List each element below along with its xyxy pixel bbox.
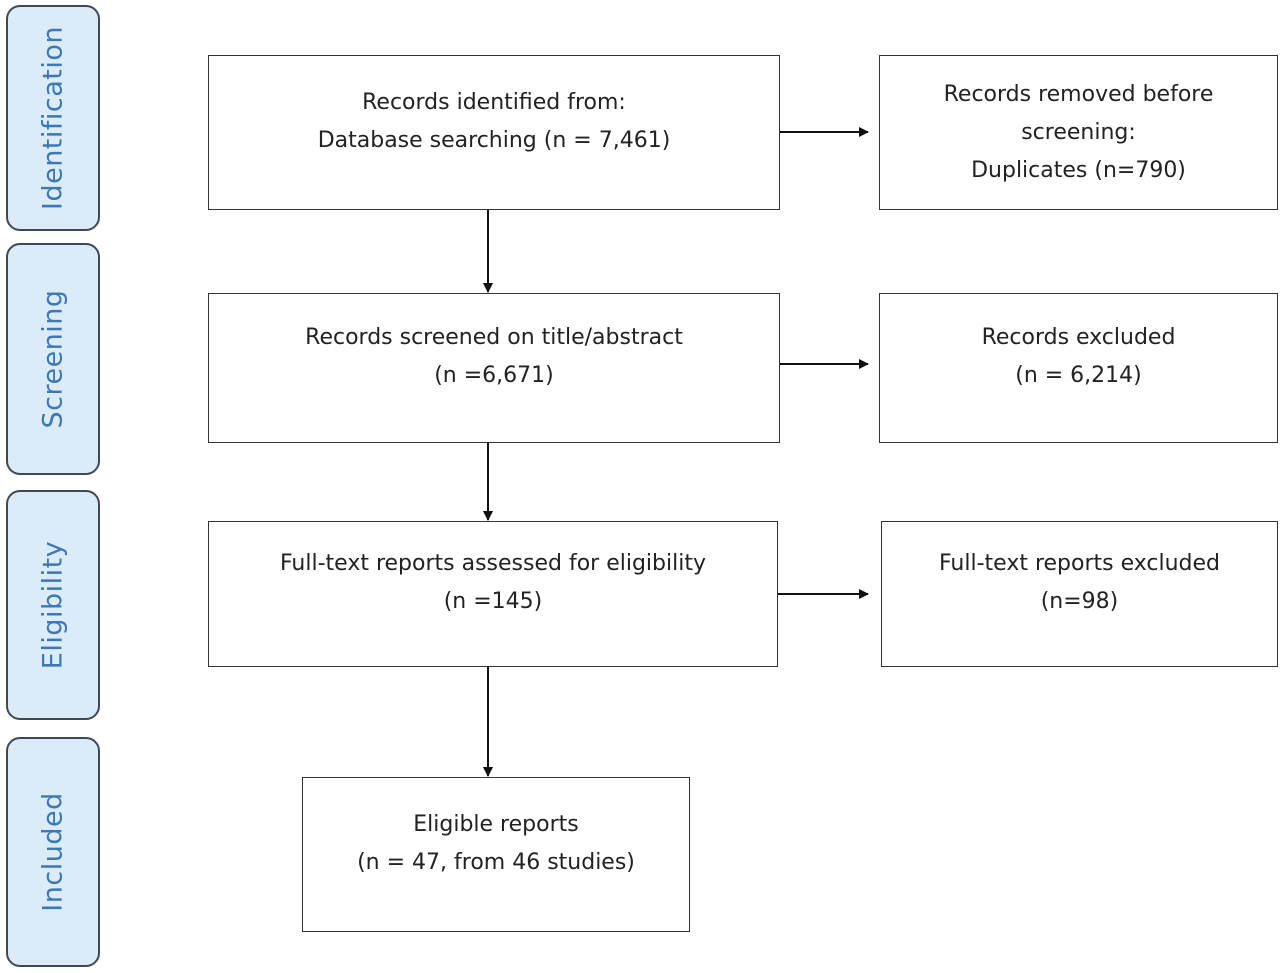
- fulltext-assessed-line1: Full-text reports assessed for eligibili…: [279, 551, 706, 576]
- records-screened-line1: Records screened on title/abstract: [305, 325, 683, 350]
- phase-identification: Identification: [6, 5, 100, 231]
- box-eligible-reports: Eligible reports (n = 47, from 46 studie…: [302, 777, 690, 932]
- box-records-screened: Records screened on title/abstract (n =6…: [208, 293, 780, 443]
- eligible-reports-line1: Eligible reports: [413, 811, 579, 837]
- box-records-excluded: Records excluded (n = 6,214): [879, 293, 1278, 443]
- records-excluded-line2: (n = 6,214): [1015, 363, 1142, 388]
- records-identified-line2: Database searching (n = 7,461): [317, 127, 671, 153]
- fulltext-excluded-line2: (n=98): [1040, 589, 1119, 614]
- records-identified-line1: Records identified from:: [362, 89, 626, 115]
- box-fulltext-excluded: Full-text reports excluded (n=98): [881, 521, 1278, 667]
- box-records-removed: Records removed before screening: Duplic…: [879, 55, 1278, 210]
- records-screened-line2: (n =6,671): [434, 363, 554, 388]
- records-excluded-line1: Records excluded: [981, 325, 1176, 350]
- eligible-reports-line2: (n = 47, from 46 studies): [357, 849, 635, 875]
- phase-screening: Screening: [6, 243, 100, 475]
- records-removed-line3: Duplicates (n=790): [971, 157, 1186, 183]
- box-records-identified: Records identified from: Database search…: [208, 55, 780, 210]
- phase-eligibility: Eligibility: [6, 490, 100, 720]
- phase-included: Included: [6, 737, 100, 967]
- fulltext-assessed-line2: (n =145): [443, 589, 543, 614]
- box-fulltext-assessed: Full-text reports assessed for eligibili…: [208, 521, 778, 667]
- records-removed-line1: Records removed before: [943, 81, 1214, 107]
- records-removed-line2: screening:: [1021, 119, 1136, 145]
- fulltext-excluded-line1: Full-text reports excluded: [938, 551, 1220, 576]
